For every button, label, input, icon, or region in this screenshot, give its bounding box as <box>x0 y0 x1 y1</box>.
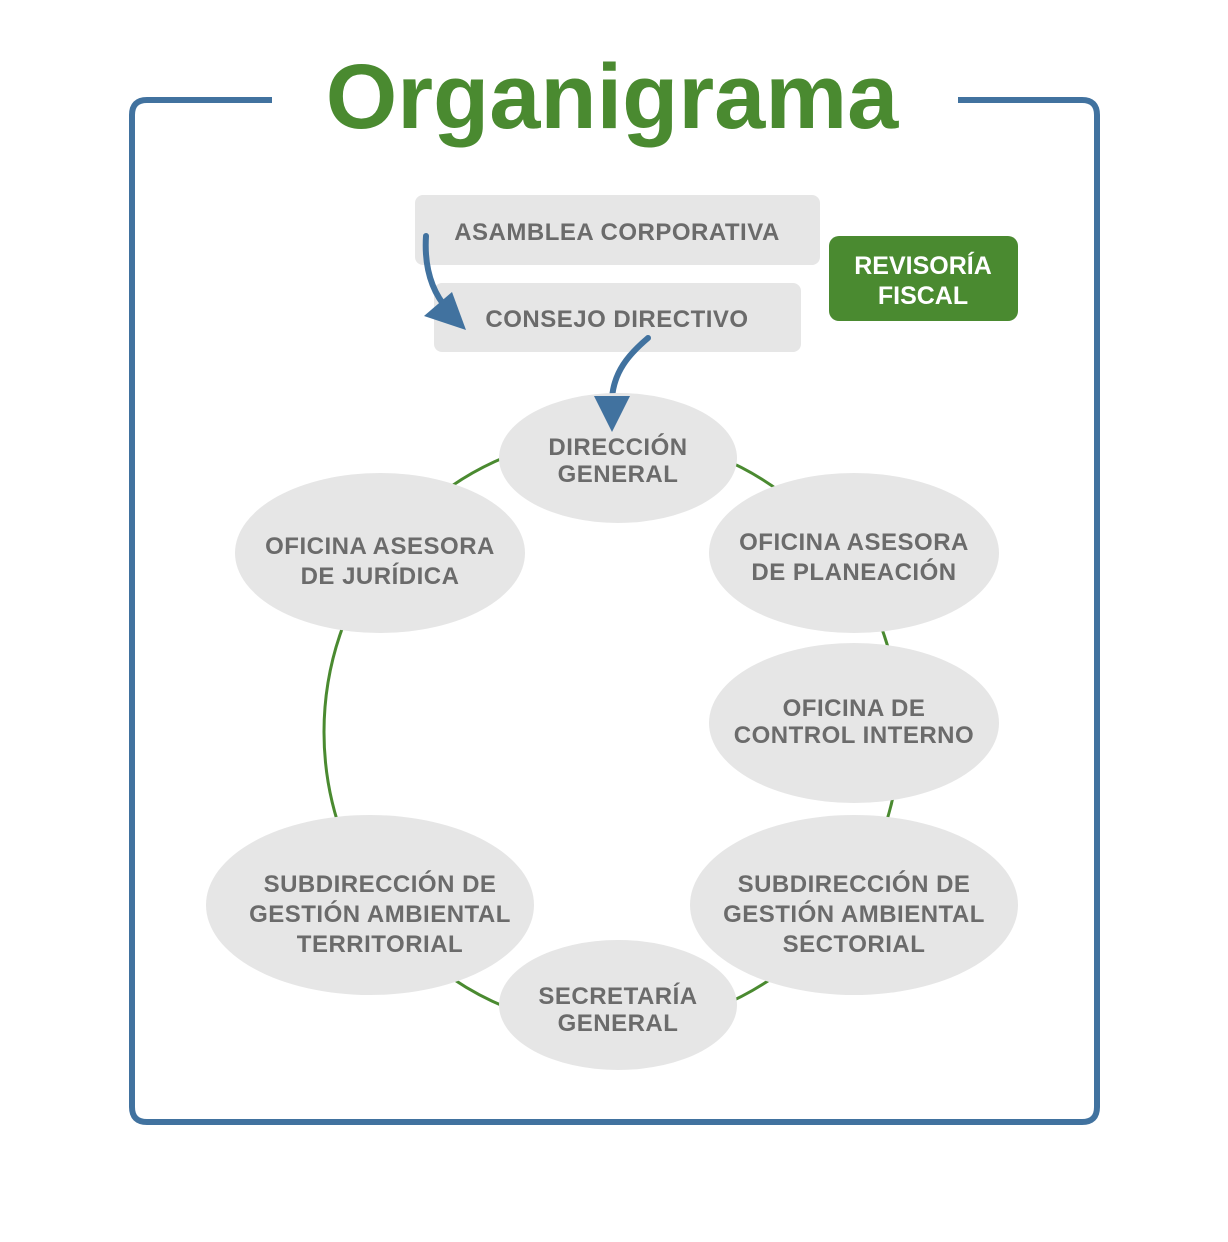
territorial-line-2: GESTIÓN AMBIENTAL <box>249 900 511 928</box>
node-subdireccion-territorial: SUBDIRECCIÓN DE GESTIÓN AMBIENTAL TERRIT… <box>206 815 534 995</box>
sectorial-line-1: SUBDIRECCIÓN DE <box>738 870 971 898</box>
planeacion-line-1: OFICINA ASESORA <box>739 529 969 556</box>
node-oficina-juridica: OFICINA ASESORA DE JURÍDICA <box>235 473 525 633</box>
consejo-directivo-box: CONSEJO DIRECTIVO <box>434 283 801 352</box>
fiscal-line-1: REVISORÍA <box>854 251 992 280</box>
node-control-interno: OFICINA DE CONTROL INTERNO <box>709 643 999 803</box>
node-secretaria-general: SECRETARÍA GENERAL <box>499 940 737 1070</box>
territorial-line-1: SUBDIRECCIÓN DE <box>264 870 497 898</box>
revisoria-fiscal-box: REVISORÍA FISCAL <box>829 236 1018 321</box>
control-line-2: CONTROL INTERNO <box>734 722 974 749</box>
control-line-1: OFICINA DE <box>783 695 926 722</box>
sectorial-line-3: SECTORIAL <box>783 931 926 958</box>
asamblea-label: ASAMBLEA CORPORATIVA <box>454 219 780 246</box>
juridica-line-1: OFICINA ASESORA <box>265 533 495 560</box>
secretaria-line-1: SECRETARÍA <box>538 982 697 1010</box>
sectorial-line-2: GESTIÓN AMBIENTAL <box>723 900 985 928</box>
direccion-line-1: DIRECCIÓN <box>548 433 687 461</box>
asamblea-corporativa-box: ASAMBLEA CORPORATIVA <box>415 195 820 265</box>
consejo-label: CONSEJO DIRECTIVO <box>485 306 748 333</box>
fiscal-line-2: FISCAL <box>878 282 968 310</box>
node-direccion-general: DIRECCIÓN GENERAL <box>499 393 737 523</box>
direccion-line-2: GENERAL <box>558 461 679 488</box>
juridica-line-2: DE JURÍDICA <box>301 562 460 590</box>
arrow-consejo-direccion-head <box>594 396 630 432</box>
planeacion-line-2: DE PLANEACIÓN <box>751 558 956 586</box>
frame-border <box>129 97 1100 1125</box>
territorial-line-3: TERRITORIAL <box>297 931 463 958</box>
node-subdireccion-sectorial: SUBDIRECCIÓN DE GESTIÓN AMBIENTAL SECTOR… <box>690 815 1018 995</box>
secretaria-line-2: GENERAL <box>558 1010 679 1037</box>
node-oficina-planeacion: OFICINA ASESORA DE PLANEACIÓN <box>709 473 999 633</box>
arrow-asamblea-consejo <box>422 233 466 330</box>
page-title: Organigrama <box>326 46 899 148</box>
